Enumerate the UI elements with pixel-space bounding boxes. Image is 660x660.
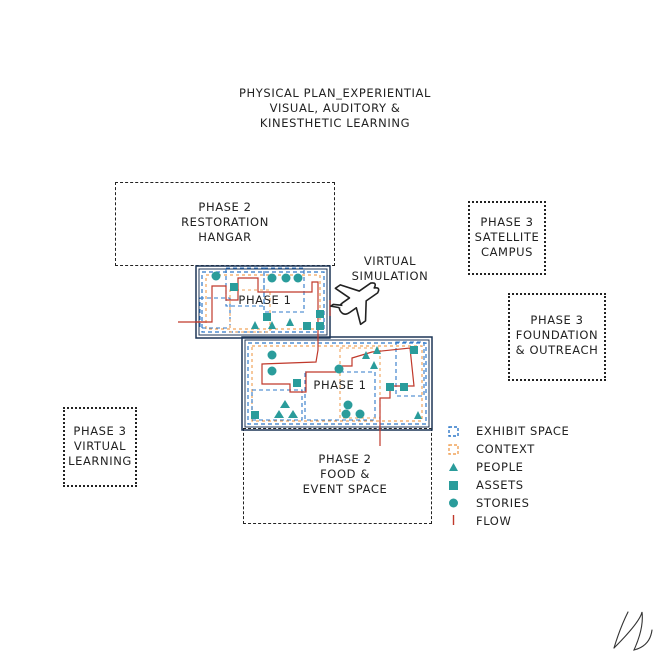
legend-flow: FLOW: [476, 514, 512, 528]
title-line-3: KINESTHETIC LEARNING: [259, 116, 411, 130]
phase1-lower-label: PHASE 1: [313, 378, 367, 392]
title-line-2: VISUAL, AUDITORY &: [269, 101, 401, 115]
satellite-campus-zone: [468, 201, 546, 275]
title-line-1: PHYSICAL PLAN_EXPERIENTIAL: [239, 86, 431, 100]
phase1-upper-building: [195, 265, 331, 339]
satellite-campus-label: PHASE 3 SATELLITE CAMPUS: [474, 215, 540, 259]
legend-exhibit-space: EXHIBIT SPACE: [476, 424, 570, 438]
airplane-icon: [329, 282, 380, 326]
foundation-outreach-label: PHASE 3 FOUNDATION & OUTREACH: [515, 313, 599, 357]
phase1-upper-label: PHASE 1: [238, 293, 292, 307]
diagram-title: PHYSICAL PLAN_EXPERIENTIAL VISUAL, AUDIT…: [200, 86, 470, 131]
food-event-label: PHASE 2 FOOD & EVENT SPACE: [302, 452, 388, 496]
food-event-zone: [243, 428, 432, 524]
restoration-hangar-label: PHASE 2 RESTORATION HANGAR: [181, 200, 269, 244]
virtual-learning-label: PHASE 3 VIRTUAL LEARNING: [68, 424, 132, 468]
foundation-outreach-zone: [508, 293, 606, 381]
legend-people: PEOPLE: [476, 460, 524, 474]
legend-assets: ASSETS: [476, 478, 524, 492]
virtual-learning-zone: [63, 407, 137, 487]
assets-markers: [230, 283, 418, 419]
legend-context: CONTEXT: [476, 442, 535, 456]
signature-mark: [613, 611, 653, 651]
stories-markers: [211, 271, 365, 419]
legend-icons: [448, 426, 459, 525]
legend-stories: STORIES: [476, 496, 530, 510]
people-markers: [251, 318, 422, 419]
virtual-simulation-label: VIRTUAL SIMULATION: [351, 254, 429, 283]
